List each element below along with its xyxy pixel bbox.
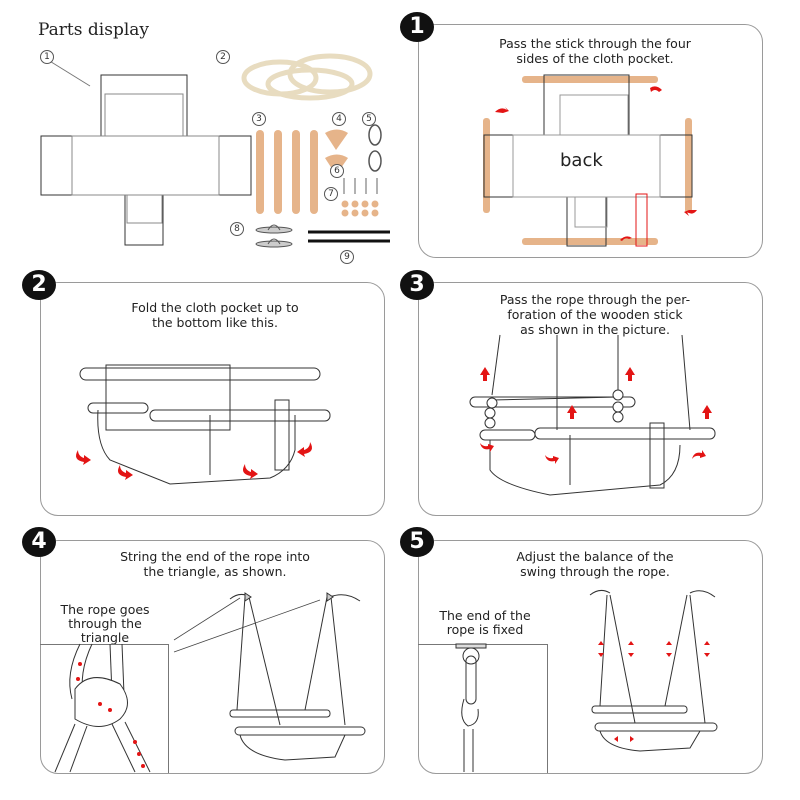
washers-icon (341, 200, 379, 217)
wooden-sticks-icon (256, 130, 318, 214)
part-label-7: 7 (324, 187, 338, 201)
step-3-panel (418, 282, 763, 516)
part-label-3: 3 (252, 112, 266, 126)
step-5-badge: 5 (400, 527, 434, 557)
step-2-panel (40, 282, 385, 516)
step-1-caption: Pass the stick through the four sides of… (499, 36, 691, 66)
part-label-6: 6 (330, 164, 344, 178)
step-4-detail-frame (40, 644, 169, 773)
step-4-note: The rope goes through the triangle (60, 602, 150, 645)
part-label-2: 2 (216, 50, 230, 64)
part-label-4: 4 (332, 112, 346, 126)
part-label-8: 8 (230, 222, 244, 236)
step-3-caption: Pass the rope through the per- foration … (499, 292, 691, 337)
step-5-note: The end of the rope is fixed (439, 608, 531, 637)
step-2-badge: 2 (22, 270, 56, 300)
step-3-badge: 3 (400, 270, 434, 300)
step-3-swing-illustration (469, 334, 716, 496)
part-label-1: 1 (40, 50, 54, 64)
step-5-rope-end-detail (455, 643, 487, 772)
ceiling-hooks-icon (255, 224, 293, 248)
carabiner-icon (368, 124, 382, 172)
part-label-9: 9 (340, 250, 354, 264)
step-1-diagram (483, 74, 697, 247)
straps-icon (308, 230, 390, 243)
screws-icon (343, 178, 378, 194)
step-5-swing-illustration (589, 589, 718, 752)
step-2-caption: Fold the cloth pocket up to the bottom l… (131, 300, 299, 330)
rope-coil-icon (241, 53, 373, 101)
part-label-5: 5 (362, 112, 376, 126)
step-4-caption: String the end of the rope into the tria… (120, 549, 310, 579)
step-5-caption: Adjust the balance of the swing through … (516, 549, 674, 579)
step-1-badge: 1 (400, 12, 434, 42)
step-4-pointer-lines (173, 597, 321, 653)
step-4-triangle-detail (54, 643, 151, 773)
step-4-swing-illustration (229, 592, 366, 761)
parts-display-title: Parts display (38, 20, 149, 40)
step-1-panel (418, 24, 763, 258)
cloth-pocket-diagram (40, 59, 252, 246)
step-5-panel (418, 540, 763, 774)
step-2-swing-illustration (76, 364, 331, 485)
step-4-badge: 4 (22, 527, 56, 557)
back-label: back (560, 150, 603, 171)
